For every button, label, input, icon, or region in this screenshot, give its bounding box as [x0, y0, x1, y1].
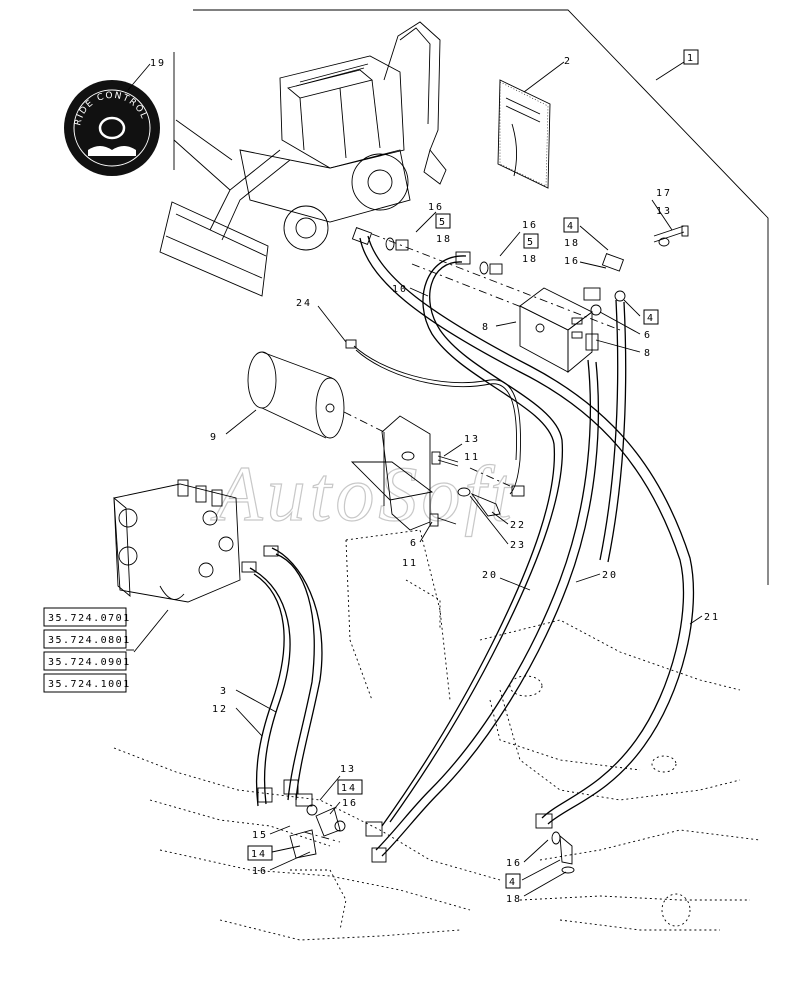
callout-18c: 18 [564, 238, 580, 249]
callout-20a: 20 [482, 570, 498, 581]
valve-block: 8 [482, 287, 593, 373]
watermark-text: AutoSoft [210, 450, 516, 537]
callout-labels: 16 5 18 16 5 18 4 18 16 17 13 4 6 8 10 2… [212, 188, 720, 905]
callout-20b: 20 [602, 570, 618, 581]
callout-16d: 16 [342, 798, 358, 809]
callout-13b: 13 [464, 434, 480, 445]
reference-2: 35.724.0801 [48, 635, 131, 646]
callout-10: 10 [392, 284, 408, 295]
fittings [241, 225, 689, 874]
ring-icon [98, 116, 126, 140]
callout-15: 15 [252, 830, 268, 841]
wave-icon [88, 146, 136, 156]
callout-23: 23 [510, 540, 526, 551]
callout-17: 17 [656, 188, 672, 199]
callout-4c: 4 [509, 877, 517, 888]
control-valve [113, 479, 241, 653]
reference-list: 35.724.0701 35.724.0801 35.724.0901 35.7… [43, 607, 134, 693]
callout-4b: 4 [647, 313, 655, 324]
assembly-bracket: 1 [193, 9, 769, 585]
callout-4a: 4 [567, 221, 575, 232]
reference-3: 35.724.0901 [48, 657, 131, 668]
accumulator: 9 [210, 351, 385, 443]
operator-manual: 2 [497, 56, 572, 189]
callout-16e: 16 [252, 866, 268, 877]
callout-18b: 18 [522, 254, 538, 265]
reference-4: 35.724.1001 [48, 679, 131, 690]
callout-13c: 13 [340, 764, 356, 775]
callout-14b: 14 [251, 849, 267, 860]
ride-control-badge: RIDE CONTROL 19 [64, 58, 166, 176]
callout-12: 12 [212, 704, 228, 715]
callout-16a: 16 [428, 202, 444, 213]
callout-8b: 8 [644, 348, 652, 359]
callout-1: 1 [687, 53, 695, 64]
callout-16f: 16 [506, 858, 522, 869]
callout-6a: 6 [644, 330, 652, 341]
callout-21: 21 [704, 612, 720, 623]
callout-6b: 6 [410, 538, 418, 549]
callout-13a: 13 [656, 206, 672, 217]
callout-18a: 18 [436, 234, 452, 245]
callout-11b: 11 [402, 558, 418, 569]
callout-5b: 5 [527, 237, 535, 248]
callout-3: 3 [220, 686, 228, 697]
assembly-guidelines [303, 233, 621, 843]
hoses [249, 235, 695, 857]
callout-14a: 14 [341, 783, 357, 794]
callout-22: 22 [510, 520, 526, 531]
callout-2: 2 [564, 56, 572, 67]
callout-24: 24 [296, 298, 312, 309]
callout-19: 19 [150, 58, 166, 69]
callout-16c: 16 [564, 256, 580, 267]
callout-5a: 5 [439, 217, 447, 228]
callout-18d: 18 [506, 894, 522, 905]
callout-9: 9 [210, 432, 218, 443]
machine-frame-outline [113, 529, 761, 941]
callout-16b: 16 [522, 220, 538, 231]
callout-11a: 11 [464, 452, 480, 463]
reference-1: 35.724.0701 [48, 613, 131, 624]
backhoe-loader-illustration [159, 21, 447, 297]
callout-8a: 8 [482, 322, 490, 333]
